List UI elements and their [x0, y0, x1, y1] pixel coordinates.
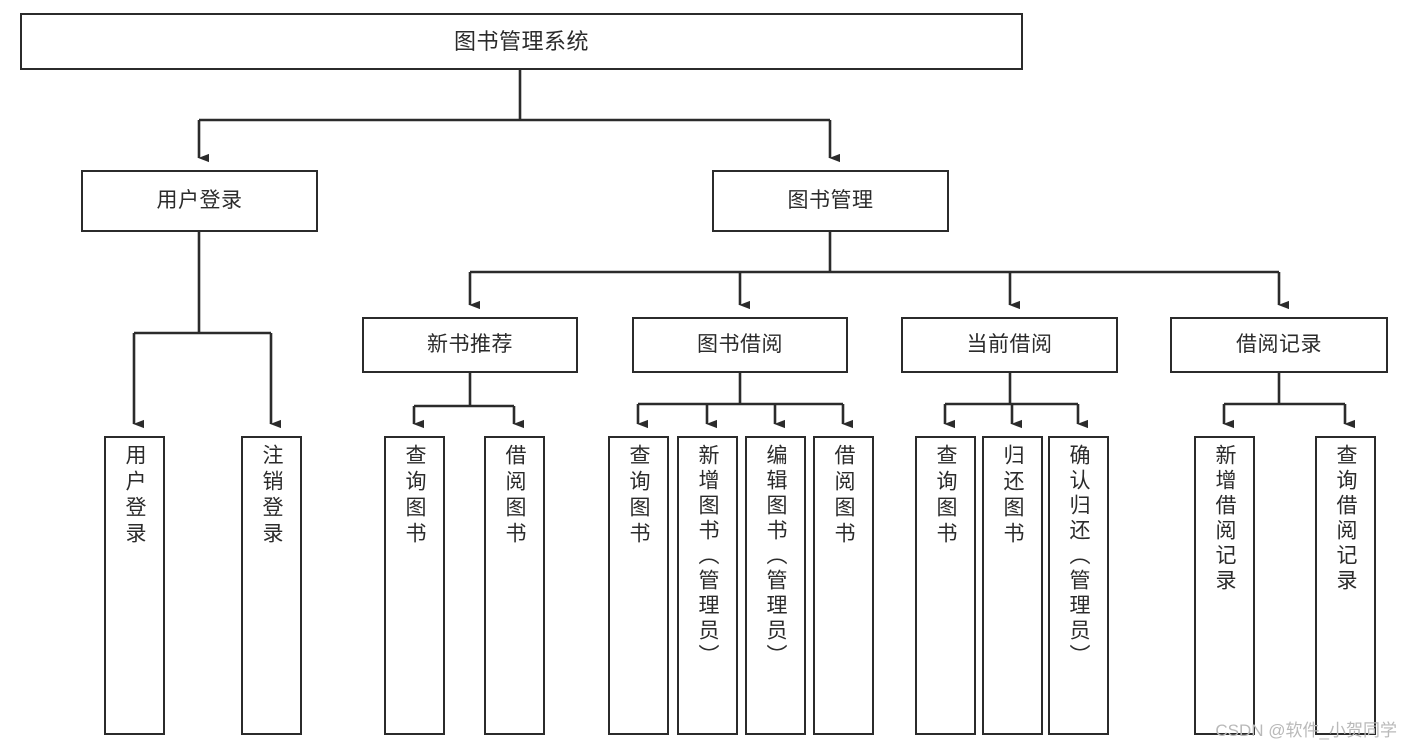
node-label: 用户登录: [156, 188, 243, 212]
node-label: 查询图书: [934, 444, 957, 548]
node-label: 新书推荐: [427, 332, 513, 356]
node-leaf-add-book[interactable]: 新增图书（管理员）: [677, 436, 738, 735]
node-label: 借阅图书: [503, 444, 526, 548]
node-label: 图书借阅: [697, 332, 783, 356]
node-new-book-recommend[interactable]: 新书推荐: [362, 317, 578, 373]
node-label: 归还图书: [1001, 444, 1024, 548]
node-label: 查询图书: [403, 444, 426, 548]
node-leaf-query-book-2[interactable]: 查询图书: [608, 436, 669, 735]
node-label: 查询借阅记录: [1334, 444, 1357, 594]
node-leaf-logout[interactable]: 注销登录: [241, 436, 302, 735]
node-book-borrow[interactable]: 图书借阅: [632, 317, 848, 373]
node-leaf-add-record[interactable]: 新增借阅记录: [1194, 436, 1255, 735]
node-leaf-edit-book[interactable]: 编辑图书（管理员）: [745, 436, 806, 735]
node-label: 新增借阅记录: [1213, 444, 1236, 594]
node-label: 确认归还（管理员）: [1067, 444, 1090, 669]
node-label: 借阅记录: [1236, 332, 1322, 356]
node-book-manage[interactable]: 图书管理: [712, 170, 949, 232]
node-label: 当前借阅: [966, 332, 1053, 356]
node-label: 查询图书: [627, 444, 650, 548]
node-leaf-borrow-book-2[interactable]: 借阅图书: [813, 436, 874, 735]
node-leaf-return-book[interactable]: 归还图书: [982, 436, 1043, 735]
node-label: 图书管理系统: [453, 28, 589, 54]
node-user-login[interactable]: 用户登录: [81, 170, 318, 232]
node-label: 新增图书（管理员）: [696, 444, 719, 669]
node-label: 注销登录: [260, 444, 283, 548]
node-label: 用户登录: [123, 444, 146, 548]
node-label: 图书管理: [787, 188, 874, 212]
node-label: 编辑图书（管理员）: [764, 444, 787, 669]
node-leaf-query-book-1[interactable]: 查询图书: [384, 436, 445, 735]
csdn-watermark: CSDN @软件_小贺同学: [1215, 721, 1397, 740]
node-label: 借阅图书: [832, 444, 855, 548]
node-borrow-record[interactable]: 借阅记录: [1170, 317, 1388, 373]
node-current-borrow[interactable]: 当前借阅: [901, 317, 1118, 373]
node-leaf-borrow-book-1[interactable]: 借阅图书: [484, 436, 545, 735]
node-leaf-query-book-3[interactable]: 查询图书: [915, 436, 976, 735]
node-leaf-user-login[interactable]: 用户登录: [104, 436, 165, 735]
node-leaf-confirm-return[interactable]: 确认归还（管理员）: [1048, 436, 1109, 735]
node-leaf-query-record[interactable]: 查询借阅记录: [1315, 436, 1376, 735]
node-root-system[interactable]: 图书管理系统: [20, 13, 1023, 70]
